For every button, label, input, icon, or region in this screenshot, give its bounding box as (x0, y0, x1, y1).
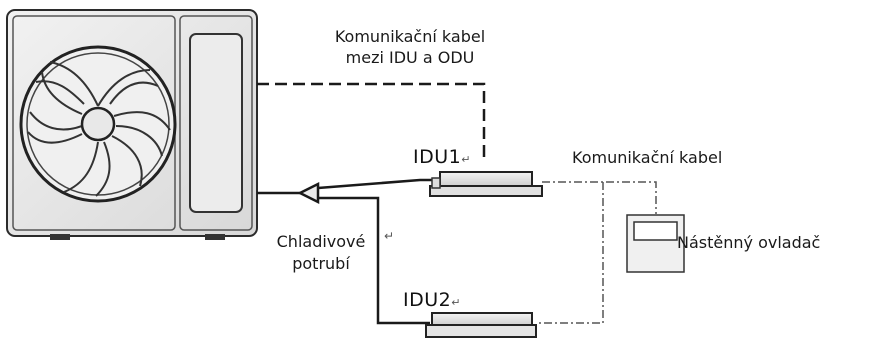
idu1-text: IDU1 (413, 146, 462, 168)
comm-cable-label: Komunikační kabel (572, 148, 723, 167)
refrigerant-pipe (257, 178, 438, 325)
refrigerant-pipe-line2: potrubí (292, 254, 350, 273)
return-mark: ↵ (384, 229, 394, 243)
idu2-text: IDU2 (403, 289, 452, 311)
comm-cable-idu-odu-label: Komunikační kabel mezi IDU a ODU (300, 26, 520, 68)
return-mark: ↵ (461, 153, 471, 166)
indoor-unit-1-icon (429, 171, 543, 197)
refrigerant-pipe-line1: Chladivové (276, 232, 366, 251)
return-mark: ↵ (451, 296, 461, 309)
idu1-label: IDU1↵ (413, 146, 471, 168)
comm-cable-idu-odu-line1: Komunikační kabel (334, 27, 486, 46)
outdoor-unit-icon (6, 9, 258, 240)
fan-blades (27, 61, 171, 197)
comm-cable-idu-odu-line2: mezi IDU a ODU (345, 48, 475, 67)
comm-cable-odu-idu (257, 82, 486, 158)
wall-controller-label: Nástěnný ovladač (677, 233, 821, 252)
comm-cable-idu (536, 181, 657, 324)
refrigerant-pipe-label: Chladivové potrubí (266, 231, 376, 275)
idu2-label: IDU2↵ (403, 289, 461, 311)
indoor-unit-2-icon (425, 312, 537, 338)
wall-controller-icon (626, 214, 685, 273)
